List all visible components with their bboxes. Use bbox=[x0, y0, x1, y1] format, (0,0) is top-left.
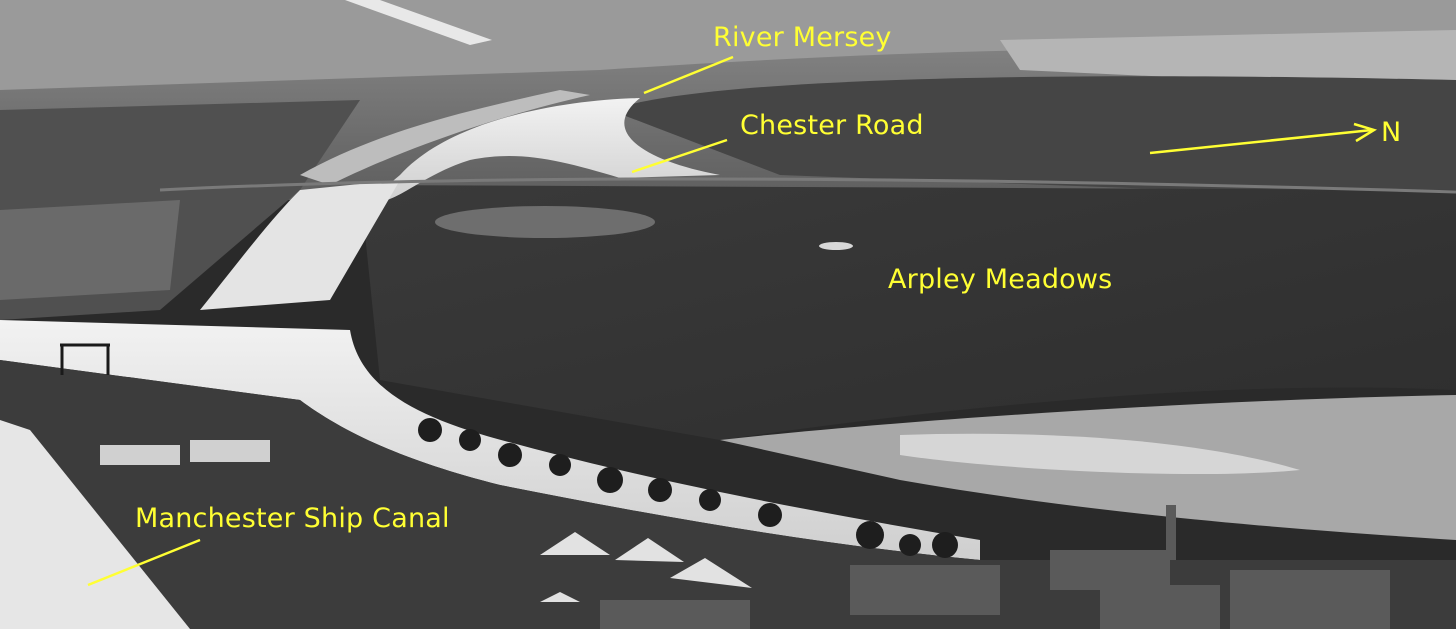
flooded-field-highlight bbox=[900, 433, 1300, 475]
north-label: N bbox=[1381, 117, 1402, 148]
north-arrow-head bbox=[1353, 122, 1378, 143]
distant-field-band bbox=[0, 0, 1456, 90]
gantry-crane bbox=[60, 343, 110, 375]
left-town-buildings bbox=[0, 200, 180, 300]
river-mersey-upper bbox=[300, 90, 590, 185]
arpley-meadows-label: Arpley Meadows bbox=[888, 264, 1113, 295]
ship-canal-pointer bbox=[87, 538, 201, 587]
river-mersey-water bbox=[370, 98, 720, 202]
left-sheds bbox=[100, 440, 270, 465]
tree-line bbox=[418, 418, 958, 558]
chester-road-label: Chester Road bbox=[740, 110, 924, 141]
distant-water-streak bbox=[345, 0, 492, 45]
meadow-pool bbox=[819, 242, 853, 250]
left-bright-embankment bbox=[0, 420, 190, 629]
lower-town-buildings bbox=[600, 505, 1390, 629]
arpley-meadows-area bbox=[360, 185, 1456, 440]
ship-canal-upper-channel bbox=[200, 180, 400, 310]
ship-canal-water bbox=[0, 320, 980, 560]
meadow-clearing bbox=[435, 206, 655, 238]
manchester-ship-canal-label: Manchester Ship Canal bbox=[135, 503, 450, 534]
chester-road-pointer bbox=[631, 138, 728, 174]
north-arrow-line bbox=[1149, 128, 1373, 155]
river-mersey-pointer bbox=[643, 55, 734, 95]
showground-tents bbox=[540, 532, 752, 602]
river-mersey-label: River Mersey bbox=[713, 22, 892, 53]
far-meadow bbox=[610, 76, 1456, 200]
chester-road-line bbox=[159, 177, 1456, 194]
right-bright-field bbox=[1000, 30, 1456, 90]
